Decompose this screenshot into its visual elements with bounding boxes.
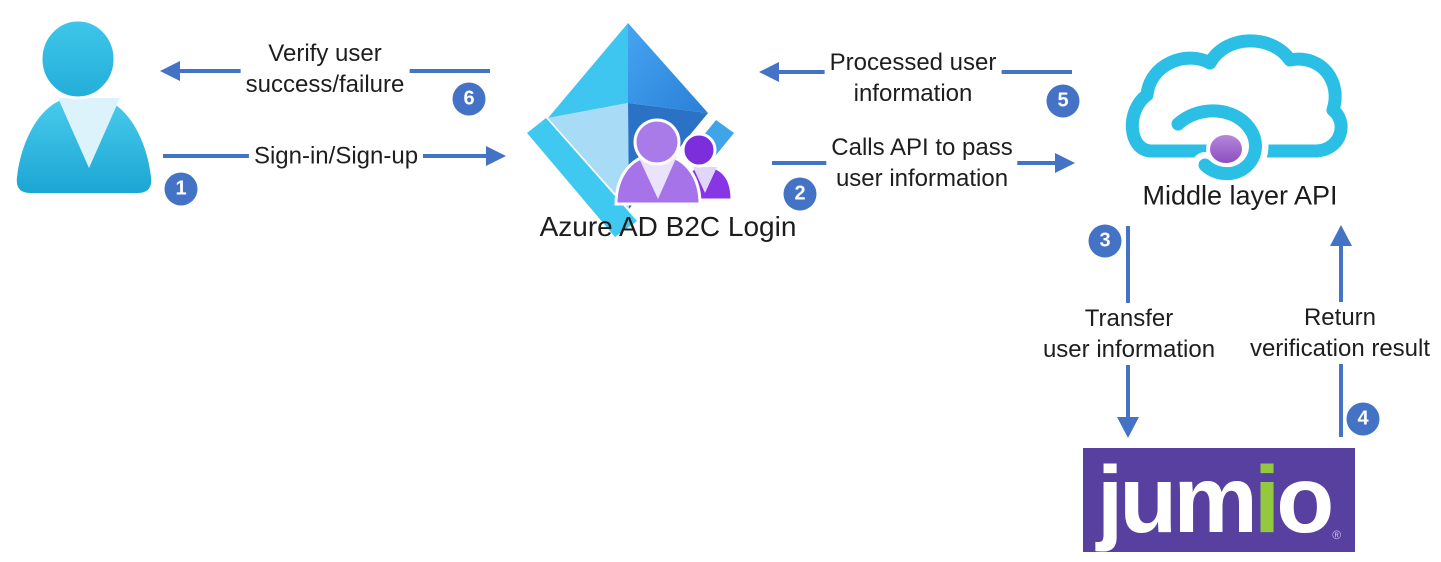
pyramid-ribbon-left: [527, 118, 637, 237]
user-head: [39, 18, 117, 100]
arrow-1-head: [486, 146, 506, 166]
cloud-hook: [1171, 104, 1262, 181]
arrow-3-label-line2: user information: [1042, 336, 1216, 363]
arrow-3-label: Transfer user information: [1037, 303, 1221, 365]
arrow-5-label-line1: Processed user: [829, 49, 997, 76]
jumio-text-jum: jum: [1096, 448, 1258, 552]
cloud-icon: [1125, 34, 1348, 187]
arrow-6-label-line1: Verify user: [268, 40, 382, 67]
api-node-label: Middle layer API: [1142, 180, 1338, 211]
arrow-6-label-line2: success/failure: [245, 71, 405, 98]
arrow-1-label-line1: Sign-in/Sign-up: [253, 142, 419, 170]
jumio-text-o: o: [1276, 448, 1334, 552]
large-user-icon: [614, 118, 702, 206]
arrow-2-label-line2: user information: [835, 165, 1009, 192]
jumio-logo-text: jumio: [1096, 448, 1334, 552]
step-badge-2: 2: [783, 177, 817, 211]
arrow-4-head: [1330, 225, 1352, 246]
arrow-4-label: Return verification result: [1244, 302, 1436, 364]
arrow-5-label: Processed user information: [824, 47, 1002, 109]
jumio-text-i: i: [1253, 448, 1280, 552]
user-collar: [58, 98, 120, 168]
cloud-dot: [1206, 131, 1246, 167]
arrow-1-label: Sign-in/Sign-up: [248, 140, 424, 172]
azure-ad-b2c-icon: [527, 23, 734, 237]
large-user-head: [633, 118, 681, 166]
step-badge-1: 1: [164, 172, 198, 206]
arrow-6-label: Verify user success/failure: [240, 38, 410, 100]
jumio-logo: jumio ®: [1083, 448, 1355, 552]
arrow-5-head: [759, 62, 779, 82]
arrow-4-label-line2: verification result: [1249, 335, 1431, 362]
pyramid-face-upper-left: [548, 23, 628, 118]
azure-node-label: Azure AD B2C Login: [539, 211, 797, 242]
arrow-4-label-line1: Return: [1303, 304, 1377, 331]
step-badge-6: 6: [452, 82, 486, 116]
step-badge-5: 5: [1046, 84, 1080, 118]
arrow-6-head: [160, 61, 180, 81]
small-user-head: [681, 132, 717, 168]
arrow-5-label-line2: information: [853, 80, 973, 107]
arrow-2-label-line1: Calls API to pass: [831, 134, 1013, 161]
user-icon: [16, 18, 152, 193]
large-user-collar: [638, 156, 677, 199]
step-badge-4: 4: [1346, 402, 1380, 436]
arrow-2-label: Calls API to pass user information: [826, 132, 1018, 194]
arrow-3-label-line1: Transfer: [1084, 305, 1174, 332]
step-badge-3: 3: [1088, 224, 1122, 258]
jumio-registered-mark: ®: [1332, 528, 1342, 542]
arrow-2-head: [1055, 153, 1075, 173]
pyramid-face-lower-left: [548, 103, 629, 209]
arrow-3-head: [1117, 417, 1139, 438]
small-user-collar: [693, 167, 717, 193]
pyramid-face-upper-right: [628, 23, 708, 113]
